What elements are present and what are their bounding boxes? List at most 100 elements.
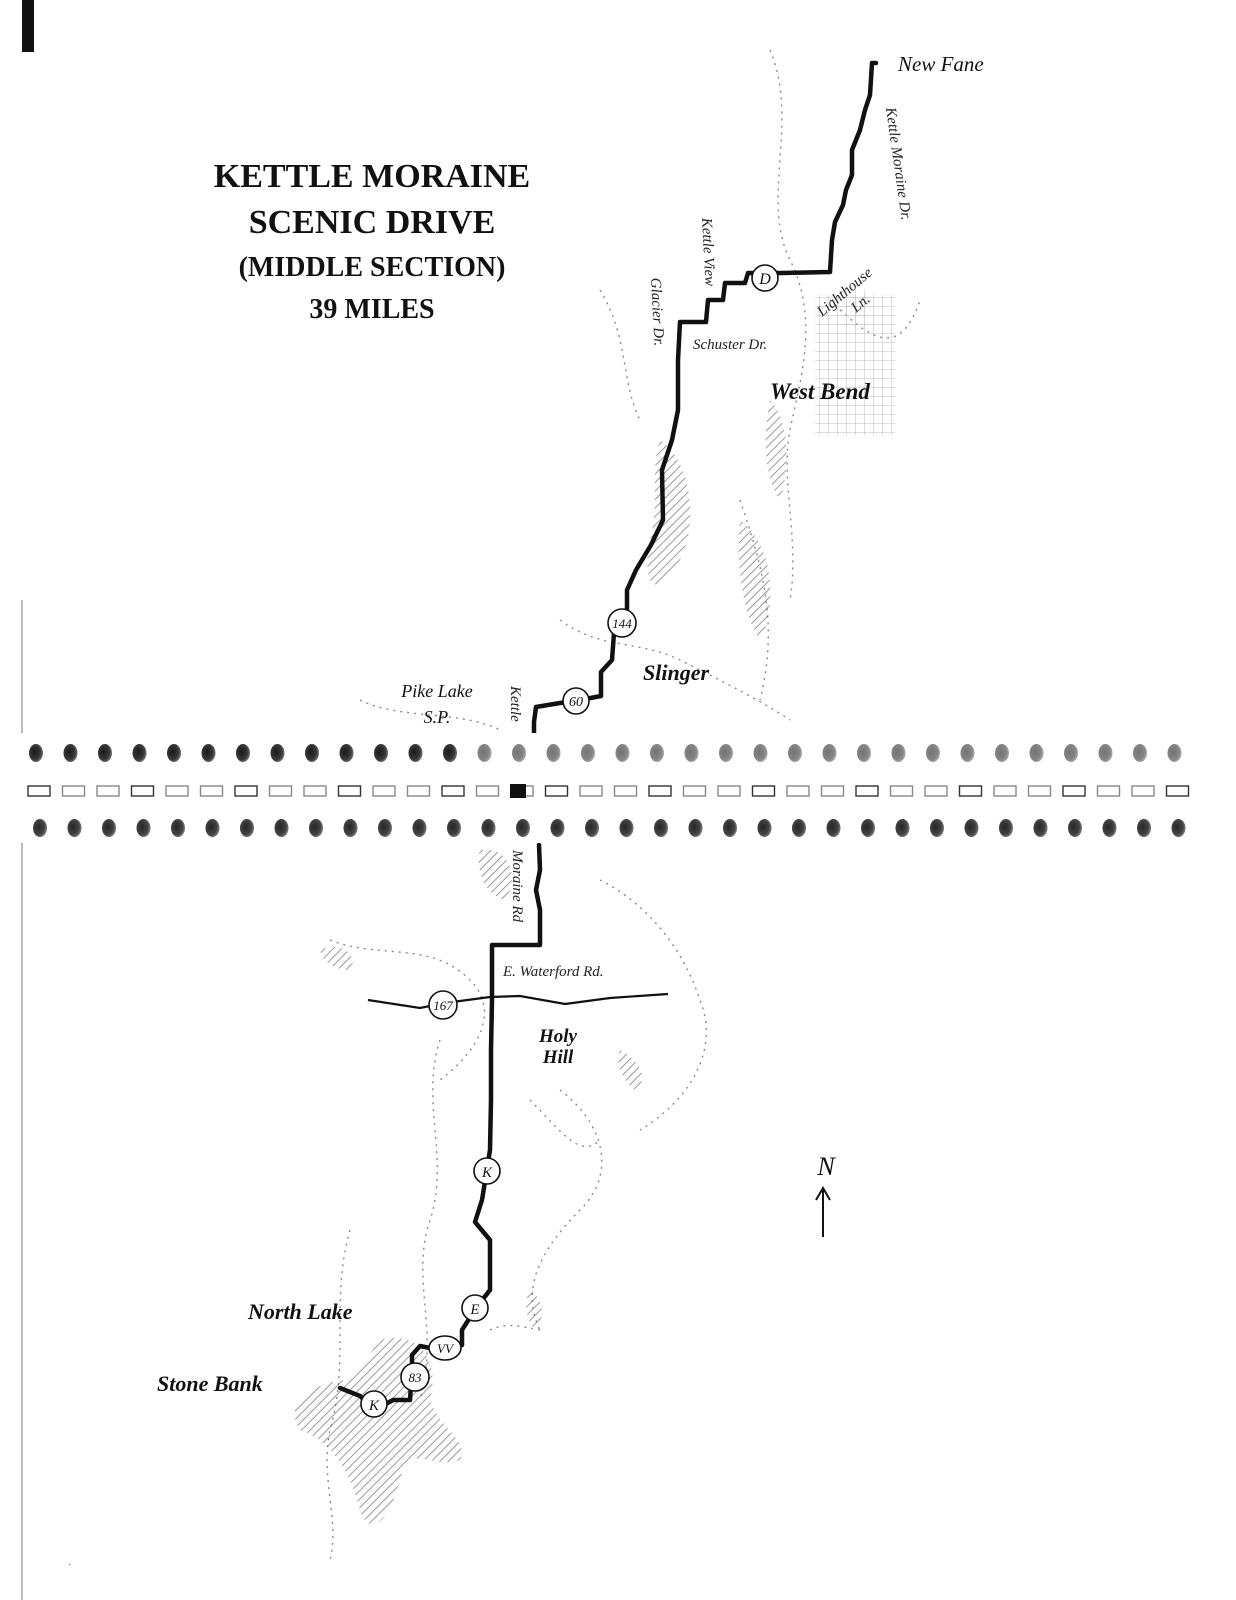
binding-wire xyxy=(372,785,396,797)
shield-label-vv: VV xyxy=(437,1341,455,1356)
north-arrow: N xyxy=(815,1152,836,1237)
north-arrow-label: N xyxy=(816,1152,836,1181)
shield-route-167: 167 xyxy=(428,990,458,1020)
label-hill: Hill xyxy=(542,1047,574,1068)
binding-wire xyxy=(820,785,845,797)
binding-ring-bottom xyxy=(723,819,737,837)
binding-ring-top xyxy=(788,744,802,762)
shield-route-83: 83 xyxy=(400,1362,430,1392)
binding-ring-top xyxy=(1167,744,1182,762)
binding-ring-top xyxy=(684,744,699,762)
route-under-binding xyxy=(510,784,526,798)
binding-wire xyxy=(958,785,983,797)
binding-ring-bottom xyxy=(826,819,841,837)
binding-ring-top xyxy=(1029,744,1044,762)
binding-ring-bottom xyxy=(1102,819,1117,837)
label-kettle-view: Kettle View xyxy=(698,216,718,286)
binding-ring-bottom xyxy=(516,819,530,837)
binding-ring-top xyxy=(753,744,768,762)
binding-ring-bottom xyxy=(654,819,668,837)
binding-ring-bottom xyxy=(67,819,82,837)
shield-label-60: 60 xyxy=(569,695,583,710)
label-pike-lake: Pike Lake xyxy=(400,681,472,701)
binding-ring-top xyxy=(1098,744,1113,762)
title-line-3: (MIDDLE SECTION) xyxy=(239,252,506,283)
binding-ring-top xyxy=(443,744,457,762)
binding-wire xyxy=(717,785,741,797)
binding-ring-bottom xyxy=(861,819,875,837)
binding-wire xyxy=(1096,785,1121,797)
binding-ring-bottom xyxy=(1171,819,1186,837)
binding-ring-top xyxy=(305,744,319,762)
page-speck: · xyxy=(68,1560,71,1571)
binding-ring-top xyxy=(270,744,285,762)
binding-ring-bottom xyxy=(136,819,151,837)
binding-wire xyxy=(613,785,638,797)
binding-ring-top xyxy=(926,744,940,762)
label-new-fane: New Fane xyxy=(897,52,984,76)
binding-ring-top xyxy=(581,744,595,762)
binding-ring-top xyxy=(960,744,975,762)
binding-wire xyxy=(682,785,707,797)
title-line-2: SCENIC DRIVE xyxy=(249,204,496,241)
binding-wire xyxy=(1131,785,1155,797)
binding-ring-bottom xyxy=(688,819,703,837)
title-line-4: 39 MILES xyxy=(309,294,434,325)
binding-ring-bottom xyxy=(895,819,910,837)
binding-ring-bottom xyxy=(240,819,254,837)
page-edge-mark xyxy=(22,0,34,52)
shield-county-d: D xyxy=(751,264,779,292)
shield-county-e: E xyxy=(461,1294,489,1322)
binding-ring-top xyxy=(29,744,43,762)
binding-ring-top xyxy=(132,744,147,762)
binding-wire xyxy=(993,785,1017,797)
binding-wire xyxy=(234,785,258,797)
binding-ring-top xyxy=(167,744,181,762)
binding-ring-top xyxy=(512,744,526,762)
binding-ring-bottom xyxy=(550,819,565,837)
binding-ring-bottom xyxy=(585,819,599,837)
label-schuster-dr: Schuster Dr. xyxy=(693,337,767,353)
binding-ring-bottom xyxy=(447,819,461,837)
shield-county-vv: VV xyxy=(428,1335,462,1361)
north-arrow-icon xyxy=(815,1186,831,1201)
binding-wire xyxy=(337,785,362,797)
shield-label-e: E xyxy=(469,1302,479,1318)
shield-label-d: D xyxy=(758,271,771,288)
binding-ring-bottom xyxy=(757,819,772,837)
label-slinger: Slinger xyxy=(643,660,709,685)
label-e-waterford-rd: E. Waterford Rd. xyxy=(502,964,604,980)
label-moraine-rd: Moraine Rd xyxy=(509,849,525,923)
binding-wire xyxy=(579,785,603,797)
binding-ring-top xyxy=(201,744,216,762)
binding-wire xyxy=(855,785,879,797)
binding-wire xyxy=(165,785,189,797)
binding-wire xyxy=(751,785,776,797)
label-stone-bank: Stone Bank xyxy=(157,1371,263,1396)
binding-ring-top xyxy=(339,744,354,762)
binding-ring-bottom xyxy=(309,819,323,837)
binding-ring-bottom xyxy=(930,819,944,837)
binding-wire xyxy=(96,785,120,797)
binding-wire xyxy=(441,785,465,797)
label-kettle: Kettle xyxy=(507,685,523,722)
binding-ring-top xyxy=(857,744,871,762)
binding-ring-bottom xyxy=(378,819,392,837)
binding-wire xyxy=(1062,785,1086,797)
binding-ring-bottom xyxy=(999,819,1013,837)
binding-ring-bottom xyxy=(274,819,289,837)
binding-ring-bottom xyxy=(1068,819,1082,837)
binding-wire xyxy=(199,785,224,797)
binding-ring-bottom xyxy=(619,819,634,837)
spiral-binding xyxy=(0,733,1236,843)
shield-county-k-north: K xyxy=(473,1157,501,1185)
binding-wire xyxy=(303,785,327,797)
binding-wire xyxy=(648,785,672,797)
binding-ring-top xyxy=(98,744,112,762)
binding-wire xyxy=(130,785,155,797)
binding-ring-bottom xyxy=(102,819,116,837)
binding-ring-top xyxy=(1133,744,1147,762)
binding-wire xyxy=(406,785,431,797)
shield-county-k-south: K xyxy=(360,1390,388,1418)
